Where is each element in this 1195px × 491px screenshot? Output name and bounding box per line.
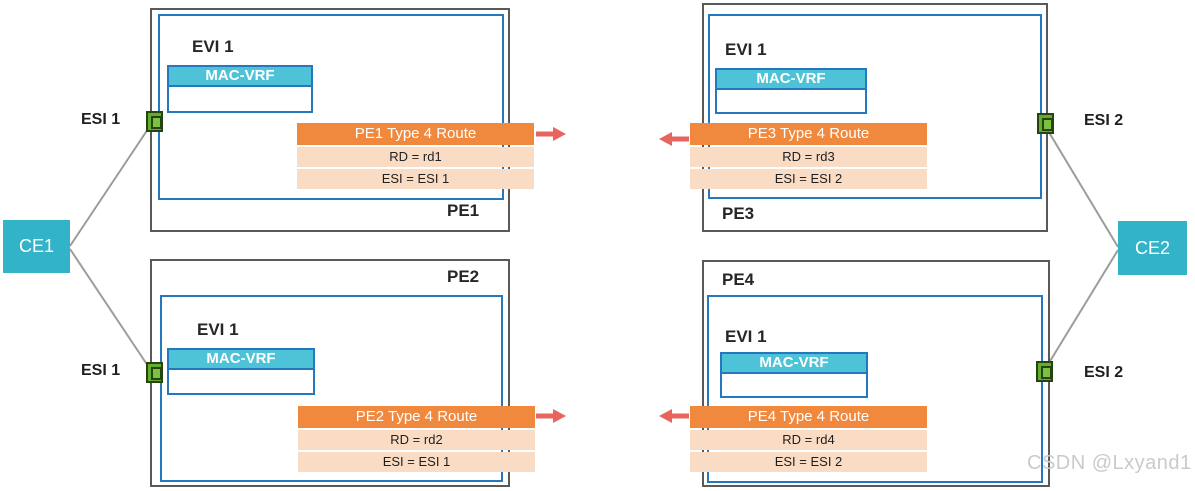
pe2-macvrf-table: [167, 368, 315, 395]
pe2-route-title: PE2 Type 4 Route: [298, 406, 535, 428]
ce2-pe3-link-line: [1043, 123, 1119, 248]
pe4-macvrf-header: MAC-VRF: [720, 352, 868, 374]
pe3-label: PE3: [722, 204, 755, 223]
pe1-evi-label: EVI 1: [192, 37, 234, 56]
esi1-label-bottom: ESI 1: [81, 362, 121, 379]
ce1-pe2-link-line: [69, 248, 153, 373]
pe3-evi-box: [708, 14, 1042, 199]
pe2-esi-port-icon: [146, 362, 163, 383]
pe1-macvrf-table: [167, 85, 313, 113]
pe1-macvrf-header: MAC-VRF: [167, 65, 313, 87]
ce2-node: CE2: [1118, 221, 1187, 275]
pe4-route-box: PE4 Type 4 Route RD = rd4 ESI = ESI 2: [690, 406, 927, 472]
pe4-route-title: PE4 Type 4 Route: [690, 406, 927, 428]
pe1-route-advertise-arrow-icon: [536, 127, 566, 141]
pe3-route-advertise-arrow-icon: [659, 132, 689, 146]
pe3-macvrf-header: MAC-VRF: [715, 68, 867, 90]
pe3-macvrf-table: [715, 88, 867, 114]
pe2-route-rd: RD = rd2: [298, 430, 535, 450]
pe1-label: PE1: [447, 201, 480, 220]
pe3-route-esi: ESI = ESI 2: [690, 169, 927, 189]
pe4-macvrf-table: [720, 372, 868, 398]
esi2-label-bottom: ESI 2: [1084, 364, 1124, 381]
pe3-route-rd: RD = rd3: [690, 147, 927, 167]
pe2-macvrf-header: MAC-VRF: [167, 348, 315, 370]
pe4-evi-box: [707, 295, 1043, 483]
pe1-route-rd: RD = rd1: [297, 147, 534, 167]
pe2-route-esi: ESI = ESI 1: [298, 452, 535, 472]
pe3-esi-port-icon: [1037, 113, 1054, 134]
ce1-node: CE1: [3, 220, 70, 273]
esi1-label-top: ESI 1: [81, 111, 121, 128]
pe4-route-rd: RD = rd4: [690, 430, 927, 450]
pe1-esi-port-icon: [146, 111, 163, 132]
pe4-route-advertise-arrow-icon: [659, 409, 689, 423]
pe2-evi-label: EVI 1: [197, 320, 239, 339]
pe3-evi-label: EVI 1: [725, 40, 767, 59]
pe4-evi-label: EVI 1: [725, 327, 767, 346]
pe2-label: PE2: [447, 267, 480, 286]
pe2-route-advertise-arrow-icon: [536, 409, 566, 423]
pe1-route-box: PE1 Type 4 Route RD = rd1 ESI = ESI 1: [297, 123, 534, 189]
pe4-route-esi: ESI = ESI 2: [690, 452, 927, 472]
pe3-route-title: PE3 Type 4 Route: [690, 123, 927, 145]
pe1-route-title: PE1 Type 4 Route: [297, 123, 534, 145]
pe4-label: PE4: [722, 270, 755, 289]
ce2-pe4-link-line: [1043, 249, 1119, 372]
pe4-esi-port-icon: [1036, 361, 1053, 382]
esi2-label-top: ESI 2: [1084, 112, 1124, 129]
watermark: CSDN @Lxyand1: [1027, 452, 1192, 474]
pe2-evi-box: [160, 295, 503, 482]
pe1-evi-box: [158, 14, 504, 200]
pe2-route-box: PE2 Type 4 Route RD = rd2 ESI = ESI 1: [298, 406, 535, 472]
pe1-route-esi: ESI = ESI 1: [297, 169, 534, 189]
pe3-route-box: PE3 Type 4 Route RD = rd3 ESI = ESI 2: [690, 123, 927, 189]
ce1-pe1-link-line: [69, 122, 153, 247]
